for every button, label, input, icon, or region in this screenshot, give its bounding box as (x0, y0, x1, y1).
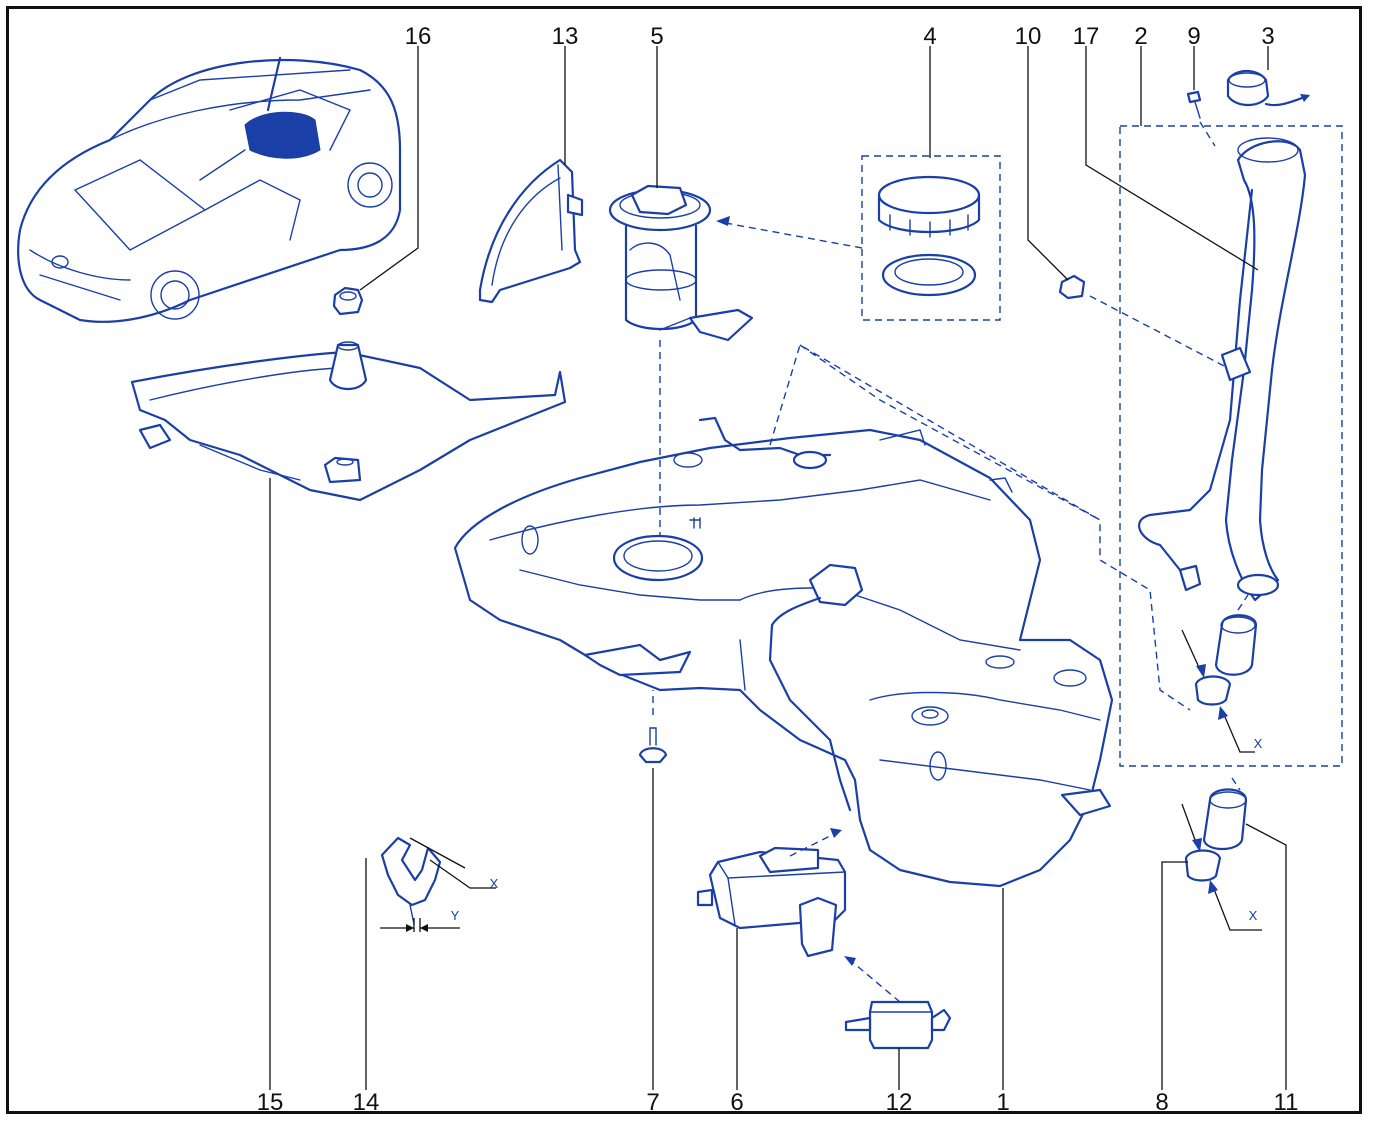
part-5-fuel-pump-module (608, 184, 754, 342)
part-13-bracket (478, 158, 584, 304)
callout-10: 10 (1015, 23, 1042, 50)
callout-16: 16 (405, 23, 432, 50)
part-1-fuel-tank (453, 343, 1191, 888)
callout-3: 3 (1261, 23, 1274, 50)
callout-numbers: 16 13 5 4 10 17 2 9 3 15 14 7 6 12 1 8 1… (257, 23, 1299, 1116)
dimension-y-clip: Y (451, 908, 460, 923)
part-16-nut (332, 286, 364, 316)
callout-8: 8 (1155, 1089, 1168, 1116)
part-9-screw (1186, 90, 1216, 147)
part-6-canister (696, 828, 847, 958)
callout-17: 17 (1073, 23, 1100, 50)
part-12-fuel-filter (844, 956, 952, 1050)
part-15-heat-shield (130, 341, 567, 502)
callout-9: 9 (1187, 23, 1200, 50)
part-3-filler-cap (1226, 69, 1310, 107)
drawing-frame (6, 6, 1362, 1114)
part-11-hose (1202, 777, 1248, 851)
callout-13: 13 (552, 23, 579, 50)
car-overview-illustration (17, 56, 402, 323)
callout-2: 2 (1134, 23, 1147, 50)
callout-14: 14 (353, 1089, 380, 1116)
dimension-labels: X X X Y (451, 736, 1263, 923)
dimension-x-clip: X (490, 876, 499, 891)
callout-1: 1 (996, 1089, 1009, 1116)
part-14-clip (380, 836, 496, 932)
callout-15: 15 (257, 1089, 284, 1116)
part-7-screw (638, 340, 668, 764)
callout-7: 7 (646, 1089, 659, 1116)
callout-leader-lines (269, 46, 1287, 1090)
part-8-clip (1181, 803, 1262, 931)
part-10-nut (1058, 274, 1229, 369)
callout-12: 12 (886, 1089, 913, 1116)
callout-5: 5 (650, 23, 663, 50)
part-4-seal-and-lock-ring (716, 155, 1001, 321)
callout-6: 6 (730, 1089, 743, 1116)
dimension-x-lower: X (1249, 908, 1258, 923)
part-2-filler-neck-assembly (1119, 125, 1343, 767)
callout-4: 4 (923, 23, 936, 50)
dimension-x-upper: X (1254, 736, 1263, 751)
callout-11: 11 (1274, 1089, 1299, 1116)
